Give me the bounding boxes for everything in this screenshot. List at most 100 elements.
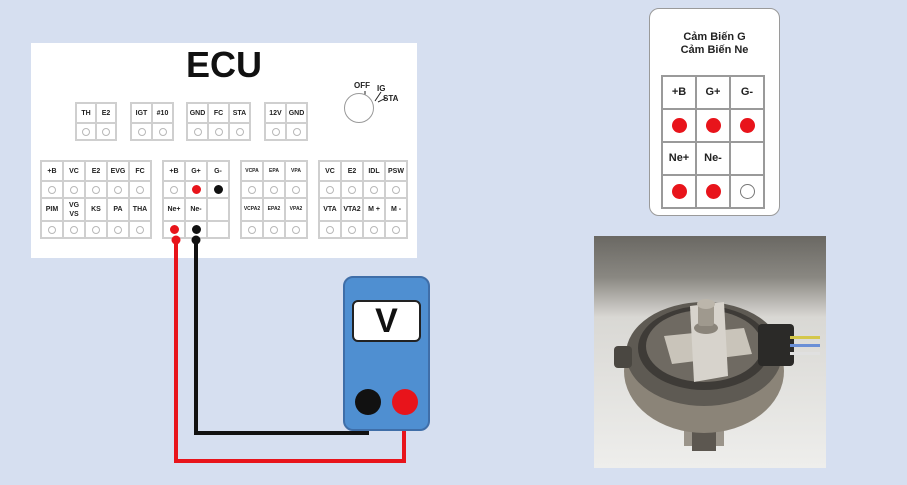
pin-cell (363, 221, 385, 238)
pin-hole (193, 127, 202, 136)
pin-cell (129, 181, 151, 198)
pin-label: Ne+ (662, 142, 696, 175)
pin-hole (348, 225, 356, 234)
pin-cell (341, 181, 363, 198)
black-probe-tip (191, 235, 201, 245)
pin-label: #10 (152, 103, 173, 123)
pin-label: FC (129, 161, 151, 181)
pin-cell (341, 221, 363, 238)
ecu-panel: ECU TH E2 IGT #10 GND FC STA 12V GND OFF… (31, 43, 417, 258)
sensor-pinout-card: Cảm Biến G Cảm Biến Ne +B G+ G- Ne+ Ne- (649, 8, 780, 216)
ecu-group-gnd-fc-sta: GND FC STA (186, 102, 251, 141)
pin-hole (48, 225, 56, 234)
g-minus-pin-black (213, 185, 223, 194)
pin-cell (229, 123, 250, 140)
pin-hole (326, 185, 334, 194)
pin-cell (63, 221, 85, 238)
pin-cell (696, 175, 730, 208)
pin-cell (241, 181, 263, 198)
pin-hole (214, 127, 223, 136)
pin-label: M + (363, 198, 385, 221)
pin-cell (319, 221, 341, 238)
pin-hole (235, 127, 244, 136)
pin-hole (48, 185, 56, 194)
pin-label: KS (85, 198, 107, 221)
ignition-switch-knob (344, 93, 374, 123)
pin-cell (185, 181, 207, 198)
sensor-pin-grid: +B G+ G- Ne+ Ne- (661, 75, 765, 209)
pin-cell (363, 181, 385, 198)
pin-cell (187, 123, 208, 140)
pin-label: Ne- (185, 198, 207, 221)
pin-hole (70, 225, 78, 234)
pin-cell (131, 123, 152, 140)
pin-label: EPA (263, 161, 285, 181)
pin-hole (270, 185, 278, 194)
pin-hole (136, 185, 144, 194)
pin-label: PA (107, 198, 129, 221)
ecu-title: ECU (185, 44, 262, 85)
pin-hole (158, 127, 167, 136)
pin-label: G+ (185, 161, 207, 181)
distributor-photo (594, 236, 826, 468)
pin-cell (107, 181, 129, 198)
sensor-card-title: Cảm Biến G Cảm Biến Ne (650, 31, 779, 57)
pin-label: EPA2 (263, 198, 285, 221)
pin-label: GND (187, 103, 208, 123)
switch-off-label: OFF (354, 81, 370, 90)
pin-label: VCPA (241, 161, 263, 181)
pin-label: FC (208, 103, 229, 123)
pin-label: GND (286, 103, 307, 123)
pin-label: E2 (85, 161, 107, 181)
pin-cell (76, 123, 96, 140)
pin-label: VCPA2 (241, 198, 263, 221)
pin-label: Ne+ (163, 198, 185, 221)
ecu-group-vta: VC E2 IDL PSW VTA VTA2 M + M - (318, 160, 408, 239)
pin-cell (107, 221, 129, 238)
pin-hole (248, 225, 256, 234)
pin-cell (207, 221, 229, 238)
pin-hole (326, 225, 334, 234)
pin-label: M - (385, 198, 407, 221)
pin-hole (248, 185, 256, 194)
pin-label: G- (207, 161, 229, 181)
pin-label: +B (662, 76, 696, 109)
pin-hole (92, 225, 100, 234)
pin-cell (286, 123, 307, 140)
pin-cell (662, 109, 696, 142)
sensor-pin-red (671, 118, 687, 133)
switch-sta-label: STA (383, 94, 399, 103)
ecu-group-igt: IGT #10 (130, 102, 174, 141)
pin-hole (270, 225, 278, 234)
pin-hole (102, 127, 110, 136)
pin-hole (292, 127, 301, 136)
pin-cell (207, 181, 229, 198)
voltmeter-display: V (352, 300, 421, 342)
pin-label: +B (163, 161, 185, 181)
pin-cell (96, 123, 116, 140)
pin-label: VPA (285, 161, 307, 181)
pin-cell (63, 181, 85, 198)
pin-label: E2 (96, 103, 116, 123)
pin-cell (263, 181, 285, 198)
pin-cell (385, 221, 407, 238)
pin-cell (85, 181, 107, 198)
pin-label: PSW (385, 161, 407, 181)
pin-label: VC (319, 161, 341, 181)
voltmeter: V (343, 276, 430, 431)
black-probe-wire (194, 241, 369, 435)
pin-label: IGT (131, 103, 152, 123)
pin-hole (292, 185, 300, 194)
pin-cell (319, 181, 341, 198)
pin-cell (730, 175, 764, 208)
pin-cell (285, 221, 307, 238)
pin-label: VG VS (63, 198, 85, 221)
pin-label: Ne- (696, 142, 730, 175)
pin-label: E2 (341, 161, 363, 181)
pin-hole (92, 185, 100, 194)
pin-label: G- (730, 76, 764, 109)
pin-hole (70, 185, 78, 194)
ecu-group-vcpa: VCPA EPA VPA VCPA2 EPA2 VPA2 (240, 160, 308, 239)
ecu-group-12v-gnd: 12V GND (264, 102, 308, 141)
pin-label: EVG (107, 161, 129, 181)
